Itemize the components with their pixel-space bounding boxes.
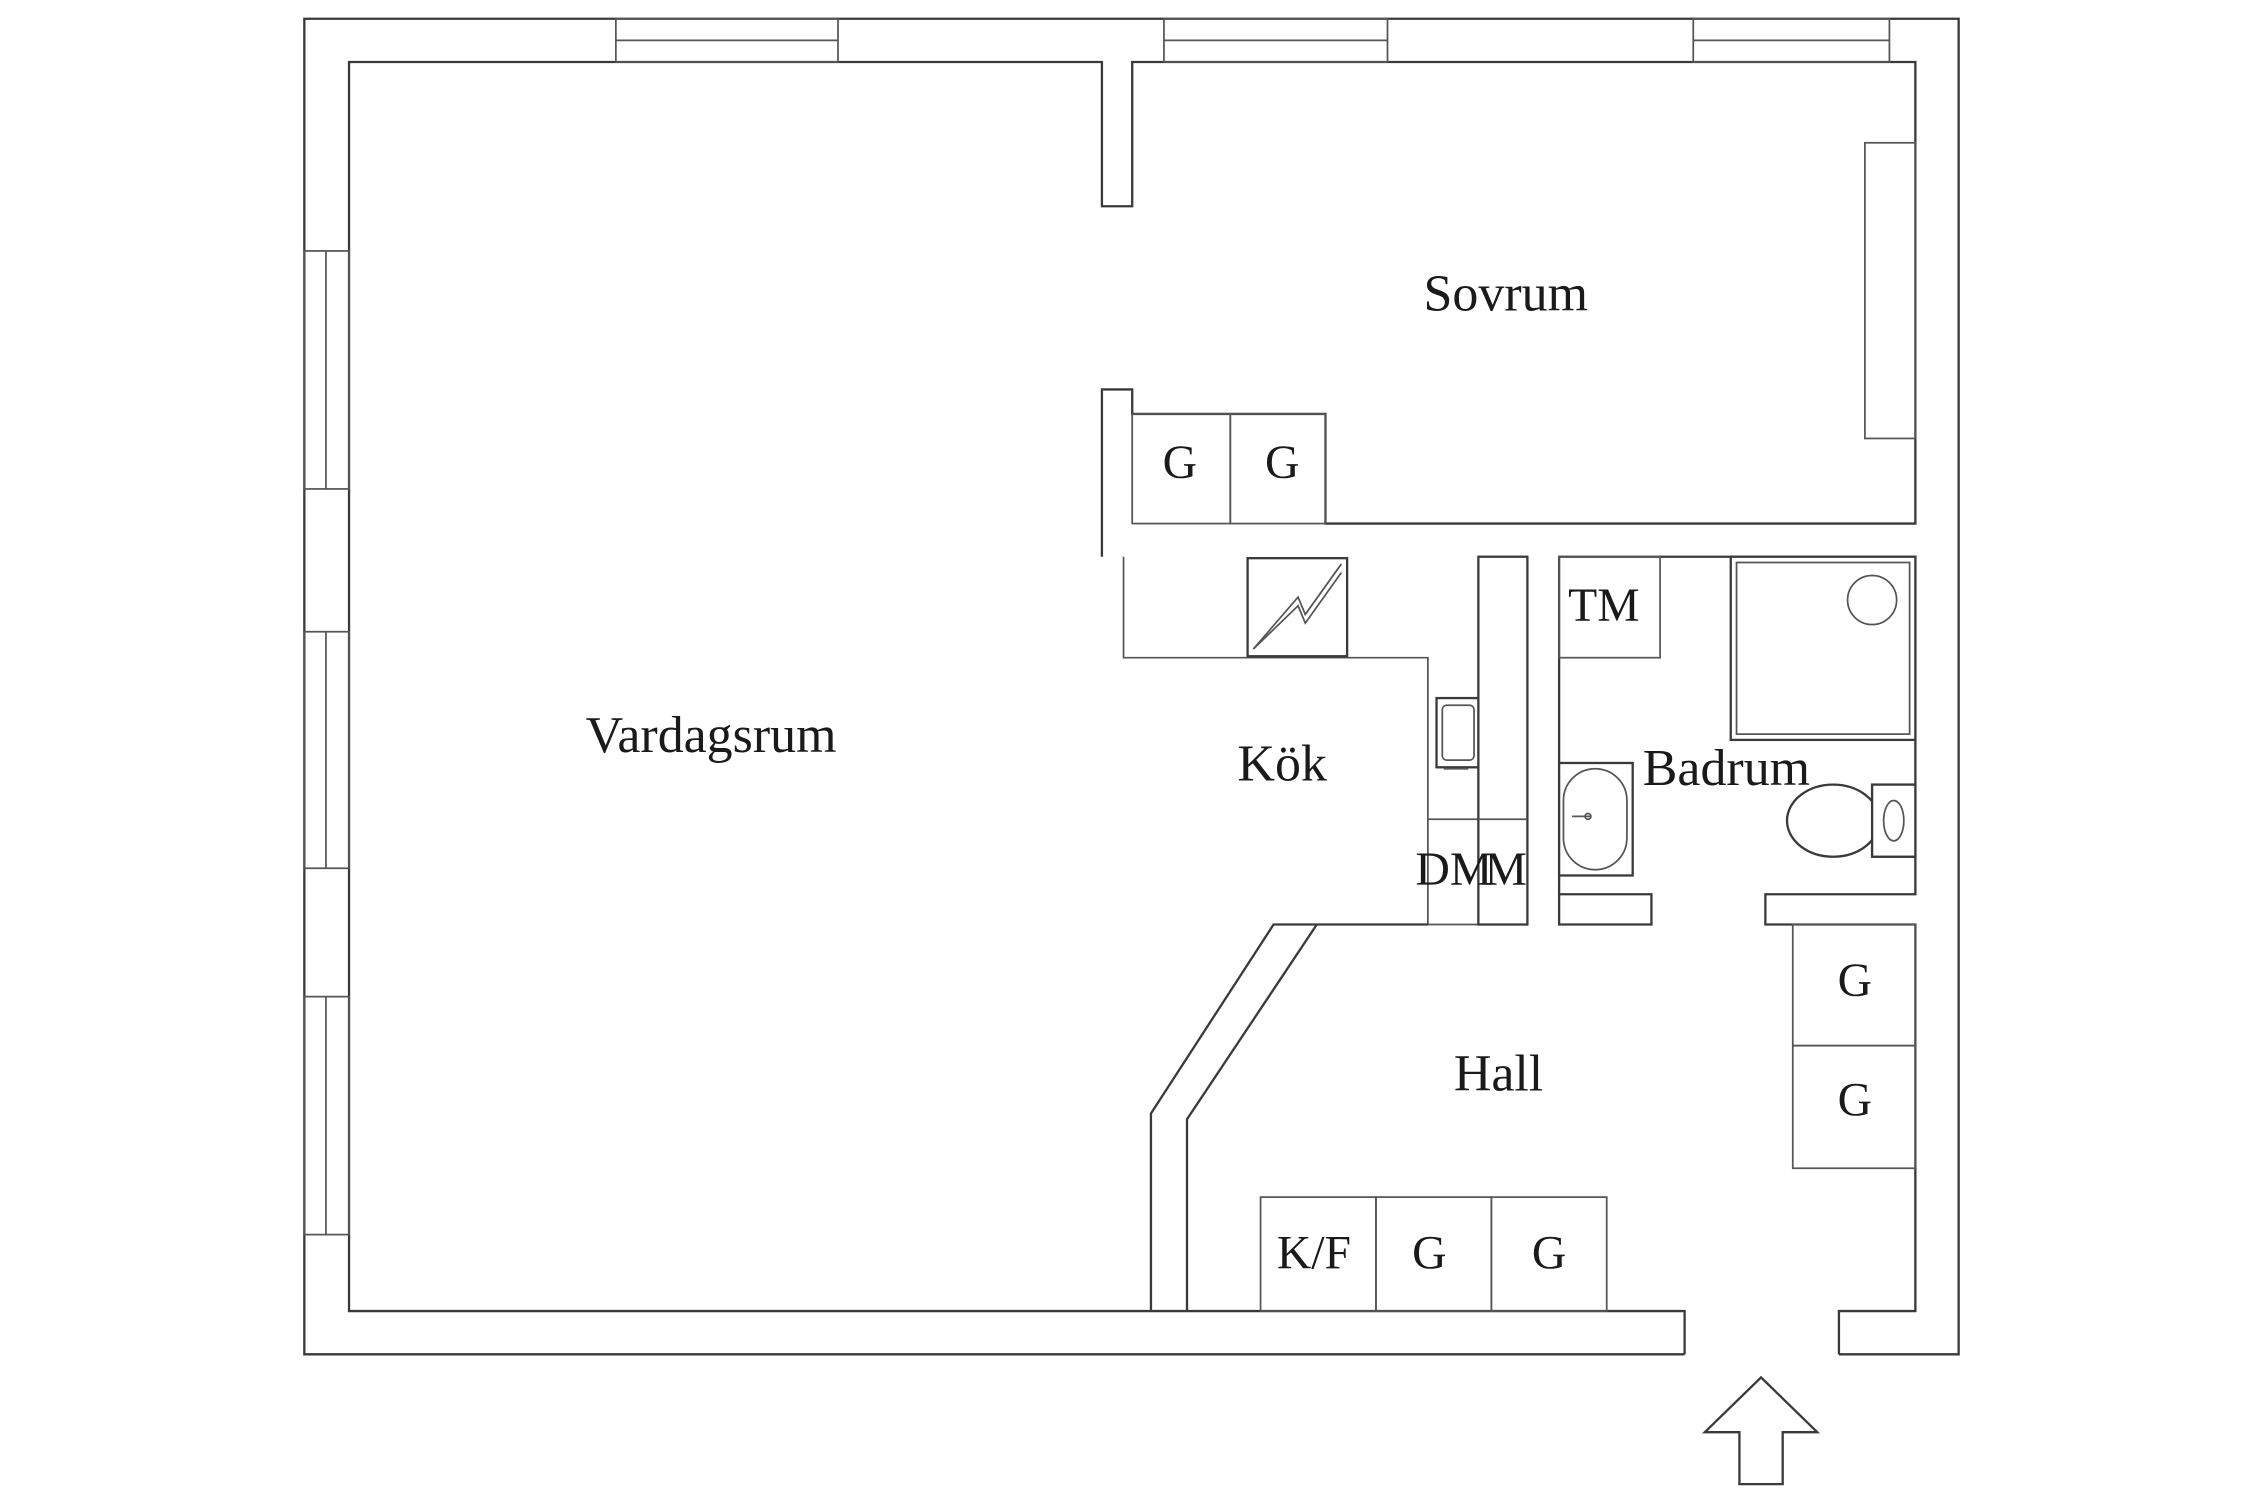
bedroom-shelf bbox=[1864, 141, 1917, 440]
wardrobe-label: G bbox=[1532, 1228, 1566, 1280]
wardrobe-label: G bbox=[1838, 955, 1872, 1007]
hall-angled-wall-inner bbox=[1185, 923, 1318, 1312]
hall-angled-wall bbox=[1149, 923, 1428, 1312]
outer-walls bbox=[303, 17, 1960, 1356]
bedroom-wardrobes bbox=[1131, 413, 1327, 525]
wardrobe-label: G bbox=[1265, 437, 1299, 489]
room-label-living: Vardagsrum bbox=[586, 707, 837, 764]
washing-machine-label: TM bbox=[1568, 580, 1639, 632]
windows bbox=[303, 17, 1891, 1236]
dishwasher-label: DM bbox=[1416, 844, 1493, 896]
washing-machine-box bbox=[1558, 555, 1661, 659]
room-label-hall: Hall bbox=[1454, 1046, 1543, 1103]
room-label-kitchen: Kök bbox=[1238, 736, 1327, 793]
shower-icon bbox=[1729, 555, 1917, 742]
microwave-label: M bbox=[1485, 844, 1527, 896]
room-label-bedroom: Sovrum bbox=[1424, 265, 1588, 322]
toilet-icon bbox=[1785, 783, 1917, 858]
wardrobe-label: G bbox=[1412, 1228, 1446, 1280]
kitchen-sink-icon bbox=[1435, 696, 1480, 770]
wardrobe-label: G bbox=[1163, 437, 1197, 489]
hall-wardrobes bbox=[1259, 923, 1917, 1312]
stove-icon bbox=[1246, 557, 1349, 658]
room-label-bathroom: Badrum bbox=[1643, 740, 1810, 797]
wardrobe-label: G bbox=[1838, 1075, 1872, 1127]
fridge-freezer-label: K/F bbox=[1277, 1228, 1351, 1280]
wash-basin-icon bbox=[1557, 761, 1634, 877]
entrance-arrow-icon bbox=[1701, 1375, 1821, 1486]
